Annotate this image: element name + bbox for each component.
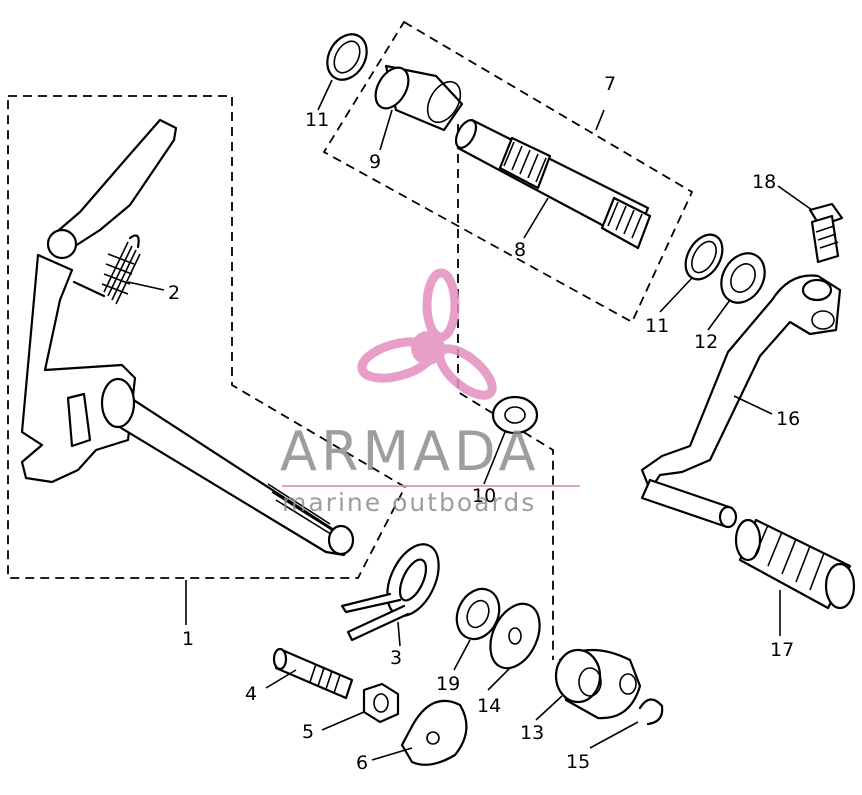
bolt-18	[808, 202, 844, 264]
shift-lever-spring	[340, 543, 440, 642]
watermark: ARMADA marine outboards	[280, 268, 580, 517]
watermark-title: ARMADA	[280, 420, 540, 483]
label-8: 8	[514, 239, 526, 261]
nut-5	[362, 682, 400, 724]
shaft-8	[454, 118, 652, 250]
label-11-upper: 11	[305, 109, 329, 131]
label-4: 4	[245, 683, 257, 705]
pedal-rubber-17	[734, 518, 856, 610]
label-7: 7	[604, 73, 616, 95]
bushing-9	[326, 33, 464, 132]
label-14: 14	[477, 695, 501, 717]
collar-10	[491, 395, 539, 435]
label-12: 12	[694, 331, 718, 353]
bolt-4	[272, 647, 354, 700]
plate-6	[400, 699, 468, 766]
label-13: 13	[520, 722, 544, 744]
part-number-labels: 1 2 3 4 5 6 7 8 9 10 11 11 12 13 14 15 1…	[168, 73, 800, 774]
bushing-13	[554, 648, 642, 720]
label-10: 10	[472, 485, 496, 507]
washer-11-lower	[684, 233, 724, 281]
label-19: 19	[436, 673, 460, 695]
bushing-19	[455, 587, 501, 641]
propeller-icon	[357, 268, 497, 400]
shift-pedal-16	[640, 274, 842, 529]
label-17: 17	[770, 639, 794, 661]
label-2: 2	[168, 282, 180, 304]
leader-lines	[127, 79, 813, 761]
label-9: 9	[369, 151, 381, 173]
label-16: 16	[776, 408, 800, 430]
label-6: 6	[356, 752, 368, 774]
label-15: 15	[566, 751, 590, 773]
shift-shaft-assembly	[20, 118, 355, 557]
label-11-lower: 11	[645, 315, 669, 337]
circlip-15	[638, 698, 664, 726]
return-spring	[72, 234, 141, 305]
label-18: 18	[752, 171, 776, 193]
watermark-subtitle: marine outboards	[282, 488, 536, 517]
label-1: 1	[182, 628, 194, 650]
label-5: 5	[302, 721, 314, 743]
label-3: 3	[390, 647, 402, 669]
